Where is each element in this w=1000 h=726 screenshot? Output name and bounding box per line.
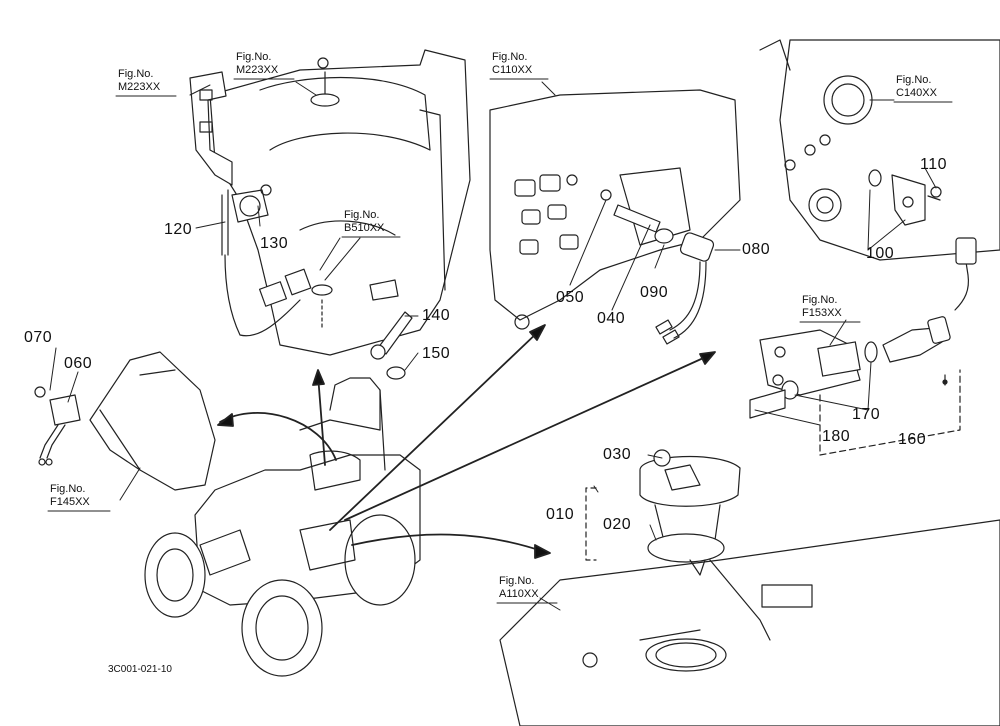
part-050: 050	[556, 289, 585, 306]
sensor-110	[868, 169, 942, 226]
fig-ref-m223xx-top: Fig.No.M223XX	[236, 51, 279, 76]
fuel-solenoid-group	[749, 237, 977, 419]
part-110: 110	[920, 156, 948, 173]
fuel-sender	[499, 449, 1000, 726]
fig-ref-f145xx: Fig.No.F145XX	[50, 483, 90, 508]
drawing-code: 3C001-021-10	[108, 664, 172, 675]
fig-ref-a110xx: Fig.No.A110XX	[499, 575, 539, 600]
fig-ref-b510xx: Fig.No.B510XX	[344, 209, 385, 234]
fig-underlines	[47, 78, 953, 604]
leader-arrows	[217, 324, 716, 559]
part-120: 120	[164, 221, 193, 238]
part-060: 060	[64, 355, 93, 372]
part-090: 090	[640, 284, 669, 301]
part-130: 130	[260, 235, 289, 252]
part-030: 030	[603, 446, 632, 463]
switch-120-130	[221, 184, 312, 337]
fig-ref-m223xx-left: Fig.No.M223XX	[118, 68, 161, 93]
part-140: 140	[422, 307, 451, 324]
part-160: 160	[898, 431, 927, 448]
part-180: 180	[822, 428, 851, 445]
tractor	[144, 377, 421, 677]
fig-ref-c110xx: Fig.No.C110XX	[492, 51, 533, 76]
switch-060-group	[34, 351, 216, 491]
fig-ref-f153xx: Fig.No.F153XX	[802, 294, 842, 319]
part-070: 070	[24, 329, 53, 346]
fig-ref-c140xx: Fig.No.C140XX	[896, 74, 937, 99]
engine-block	[489, 89, 741, 330]
part-020: 020	[603, 516, 632, 533]
part-040: 040	[597, 310, 626, 327]
callout-lines	[49, 81, 937, 611]
part-100: 100	[866, 245, 895, 262]
bracket-010	[585, 487, 597, 561]
part-150: 150	[422, 345, 451, 362]
bracket-left	[189, 71, 233, 186]
part-170: 170	[852, 406, 881, 423]
fuel-tank-assembly	[209, 49, 471, 356]
timing-cover	[759, 39, 1000, 261]
part-080: 080	[742, 241, 771, 258]
sensor-080-group	[600, 189, 715, 345]
bolt-140-150	[370, 311, 413, 380]
part-010: 010	[546, 506, 575, 523]
